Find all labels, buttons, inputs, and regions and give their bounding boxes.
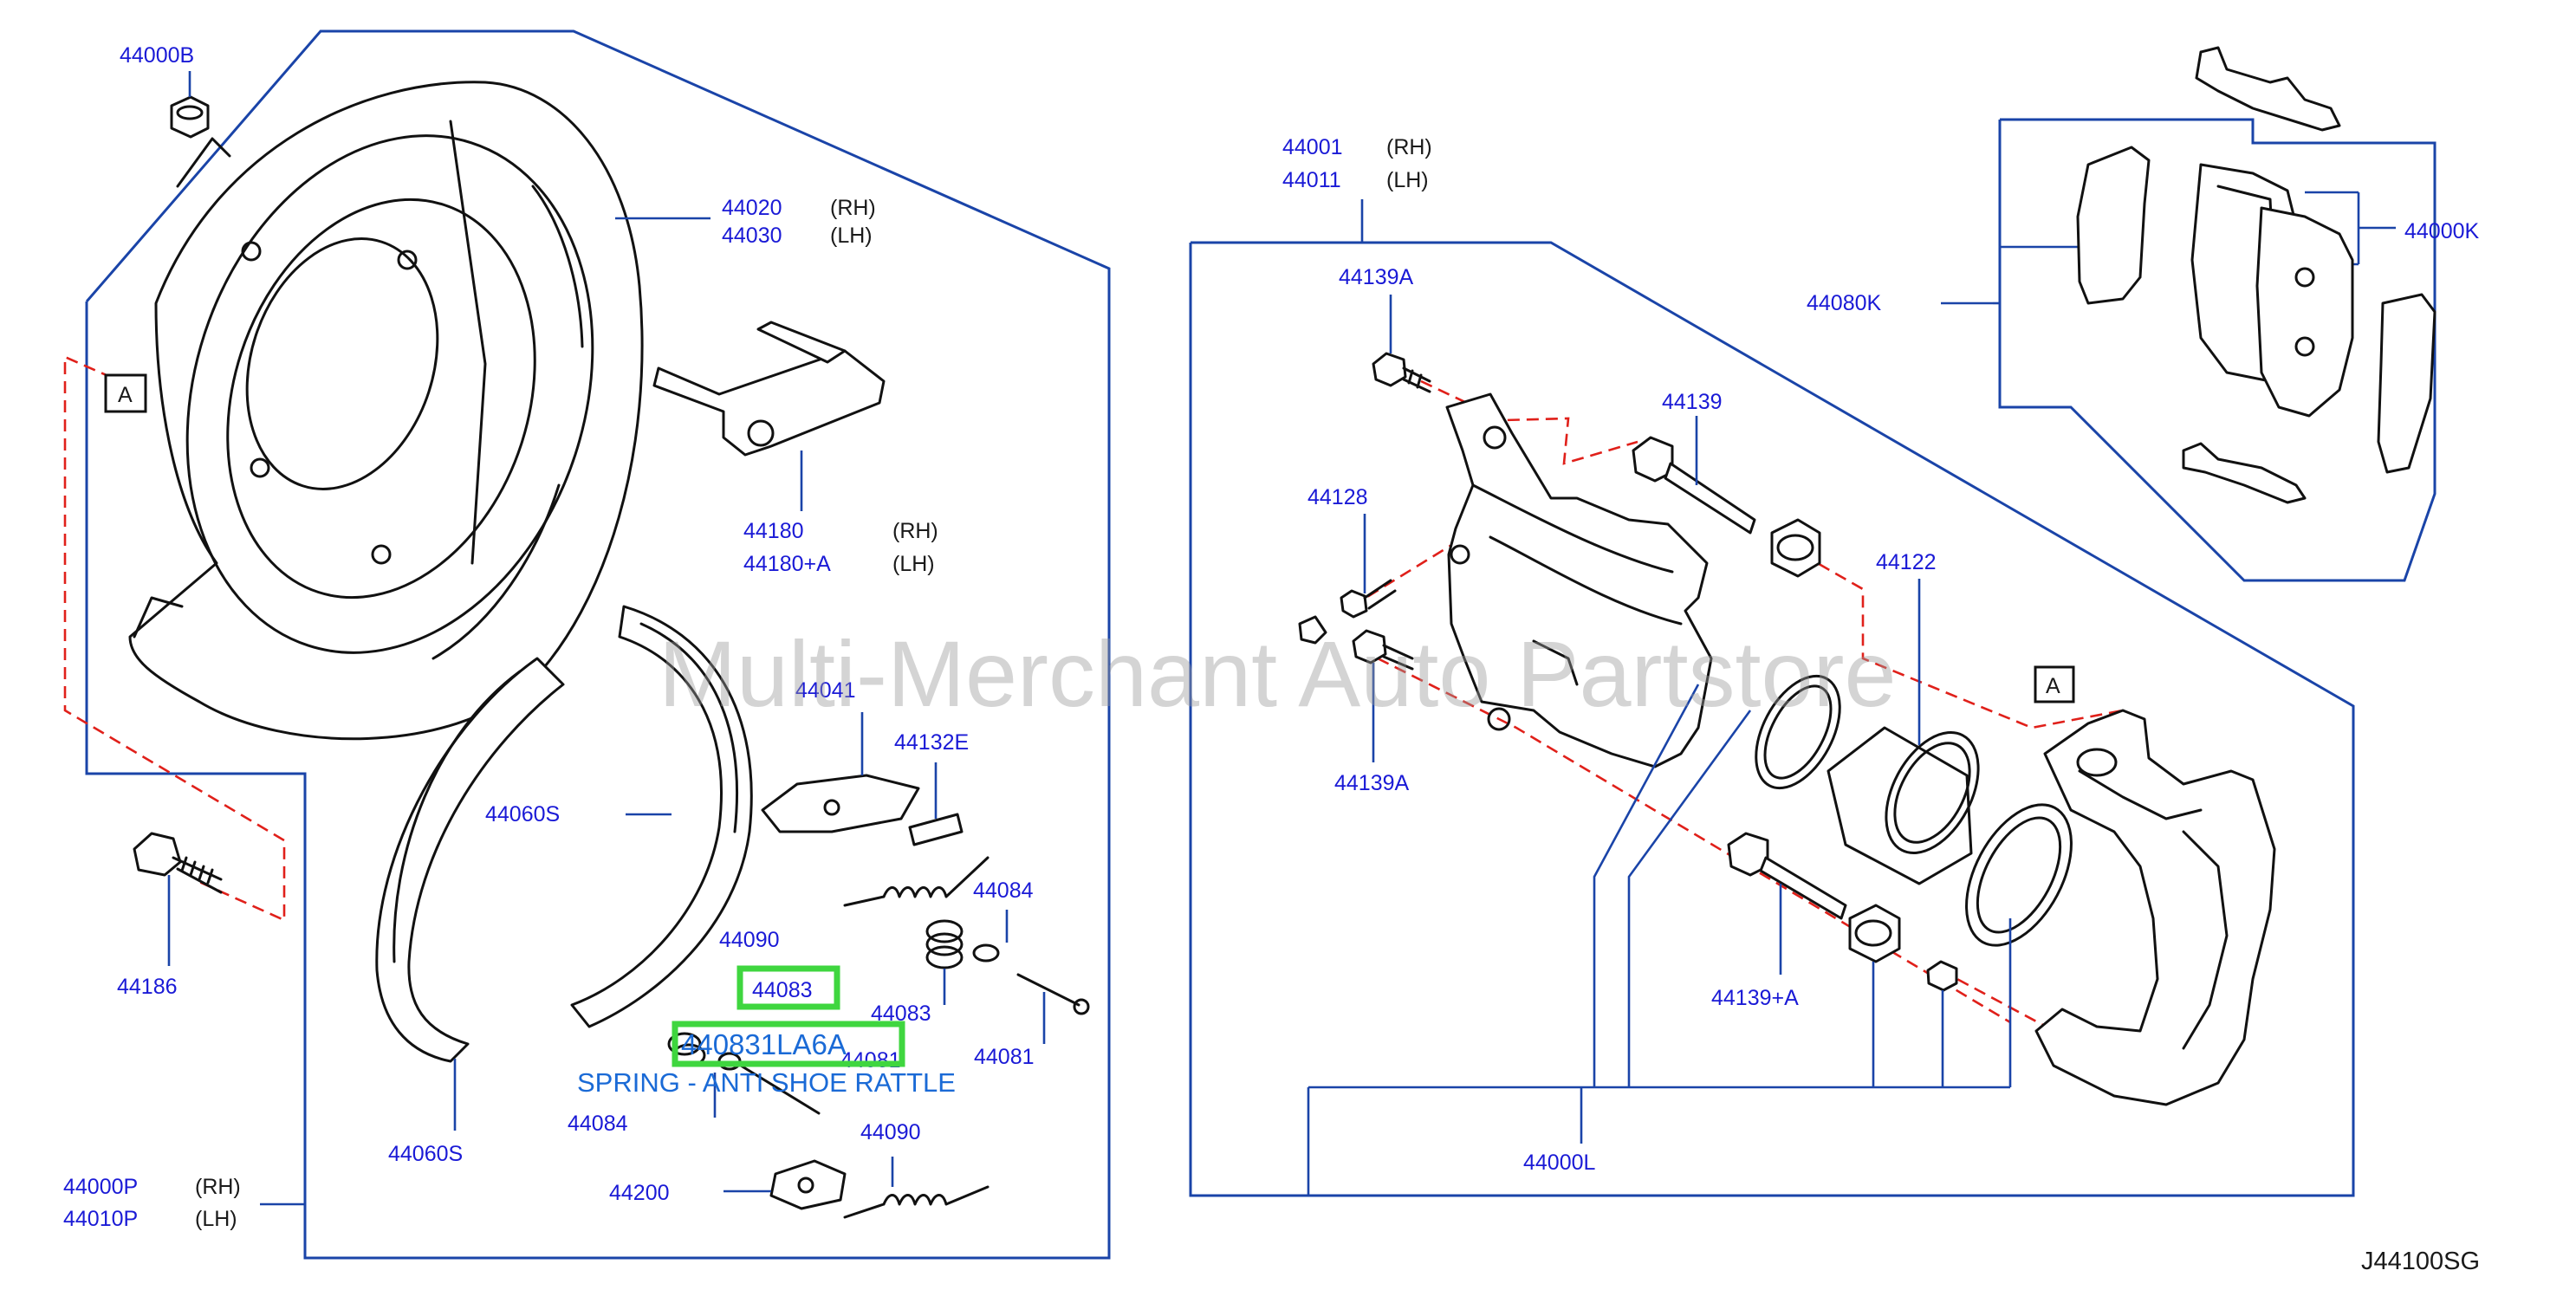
guide-pin-44139 (1632, 436, 1756, 535)
label-44139: 44139 (1662, 390, 1723, 414)
label-44080k: 44080K (1807, 291, 1882, 315)
side-44010p: (LH) (195, 1207, 237, 1231)
adjuster-44200 (769, 1159, 847, 1210)
figure-code: J44100SG (2361, 1248, 2480, 1275)
label-44180a: 44180+A (743, 552, 831, 576)
label-44139a-top: 44139A (1339, 265, 1414, 289)
side-44020: (RH) (830, 196, 876, 220)
bolt-44139a-top (1372, 352, 1431, 393)
label-44090-a: 44090 (719, 928, 780, 952)
bushing-small (1926, 960, 1958, 992)
label-44132e: 44132E (894, 730, 969, 755)
left-group-frame (85, 29, 1111, 1260)
ref-a-left: A (118, 383, 133, 407)
ref-a-dashed-left (63, 355, 286, 923)
side-44180a: (LH) (892, 552, 935, 576)
side-44011: (LH) (1386, 168, 1429, 192)
caliper-body (1445, 392, 1713, 768)
label-44010p: 44010P (63, 1207, 138, 1231)
selected-part-desc: SPRING - ANTI SHOE RATTLE (577, 1067, 956, 1098)
dust-boot (1965, 803, 2073, 947)
label-44030: 44030 (722, 224, 782, 248)
label-44084-a: 44084 (973, 878, 1034, 903)
label-44186: 44186 (117, 975, 178, 999)
side-44000p: (RH) (195, 1175, 241, 1199)
label-44180: 44180 (743, 519, 804, 543)
backing-plate (128, 81, 644, 741)
label-44122: 44122 (1876, 550, 1937, 574)
label-44000l: 44000L (1523, 1151, 1596, 1175)
pad-shim-top (2195, 46, 2341, 132)
label-44128: 44128 (1307, 485, 1368, 509)
guide-pin-44139a (1727, 832, 1847, 920)
pad-shim-bottom (2182, 442, 2307, 504)
spring-44090-top (843, 856, 990, 907)
boot-44139 (1770, 518, 1821, 578)
side-44001: (RH) (1386, 135, 1432, 159)
label-44139plusa: 44139+A (1711, 986, 1799, 1010)
caliper-group-frame (1189, 241, 2355, 1197)
label-44041: 44041 (795, 678, 856, 703)
piston-seal (1755, 674, 1841, 790)
highlight-box-selected[interactable] (672, 1021, 905, 1067)
pin-44081 (1016, 973, 1090, 1015)
label-44200: 44200 (609, 1181, 670, 1205)
brake-shoe-left (375, 657, 565, 1063)
nut-44000b (170, 95, 210, 139)
bolt-44139a-bottom (1352, 629, 1414, 671)
strut-44041 (761, 774, 920, 833)
label-44001: 44001 (1282, 135, 1343, 159)
label-44081-b: 44081 (840, 1048, 901, 1073)
brake-pad-outer (2255, 206, 2354, 418)
ref-a-right: A (2046, 674, 2060, 698)
label-44081-a: 44081 (974, 1045, 1035, 1069)
retainer-44084 (972, 943, 1000, 963)
piston-44122 (1827, 726, 1980, 885)
watermark: Multi-Merchant Auto Partstore (659, 621, 1897, 726)
clip-44132e (908, 813, 964, 846)
hold-down-spring-44083 (925, 919, 964, 969)
label-44000b: 44000B (120, 43, 194, 68)
adjuster-lever-44180 (652, 321, 886, 457)
label-44000k: 44000K (2404, 219, 2480, 243)
brake-shoe-right (570, 605, 753, 1028)
highlight-label-44083: 44083 (752, 978, 813, 1002)
spring-44090-bottom (843, 1185, 990, 1219)
caliper-dashed-3 (1377, 657, 2011, 1024)
label-44000p: 44000P (63, 1175, 138, 1199)
ref-a-box-left (104, 373, 147, 413)
caliper-dashed-4 (1801, 553, 2124, 729)
boot-small (1848, 904, 1901, 963)
bolt-44186 (133, 832, 223, 894)
highlight-box-44083[interactable] (736, 965, 840, 1010)
label-44011: 44011 (1282, 168, 1341, 192)
label-44060s-b: 44060S (388, 1142, 463, 1166)
label-44139a-bottom: 44139A (1334, 771, 1410, 795)
pad-group-frame (1998, 118, 2436, 582)
pad-shim-left (2076, 146, 2151, 305)
caliper-bracket (2034, 709, 2276, 1106)
bleeder-44128 (1298, 579, 1397, 645)
ref-a-box-right (2034, 665, 2075, 703)
label-44090-b: 44090 (860, 1120, 921, 1144)
pad-shim-right (2377, 293, 2436, 474)
selected-part-code: 440831LA6A (681, 1028, 847, 1060)
label-44060s-a: 44060S (485, 802, 560, 827)
label-44020: 44020 (722, 196, 782, 220)
side-44030: (LH) (830, 224, 873, 248)
label-44084-b: 44084 (568, 1112, 628, 1136)
side-44180: (RH) (892, 519, 938, 543)
